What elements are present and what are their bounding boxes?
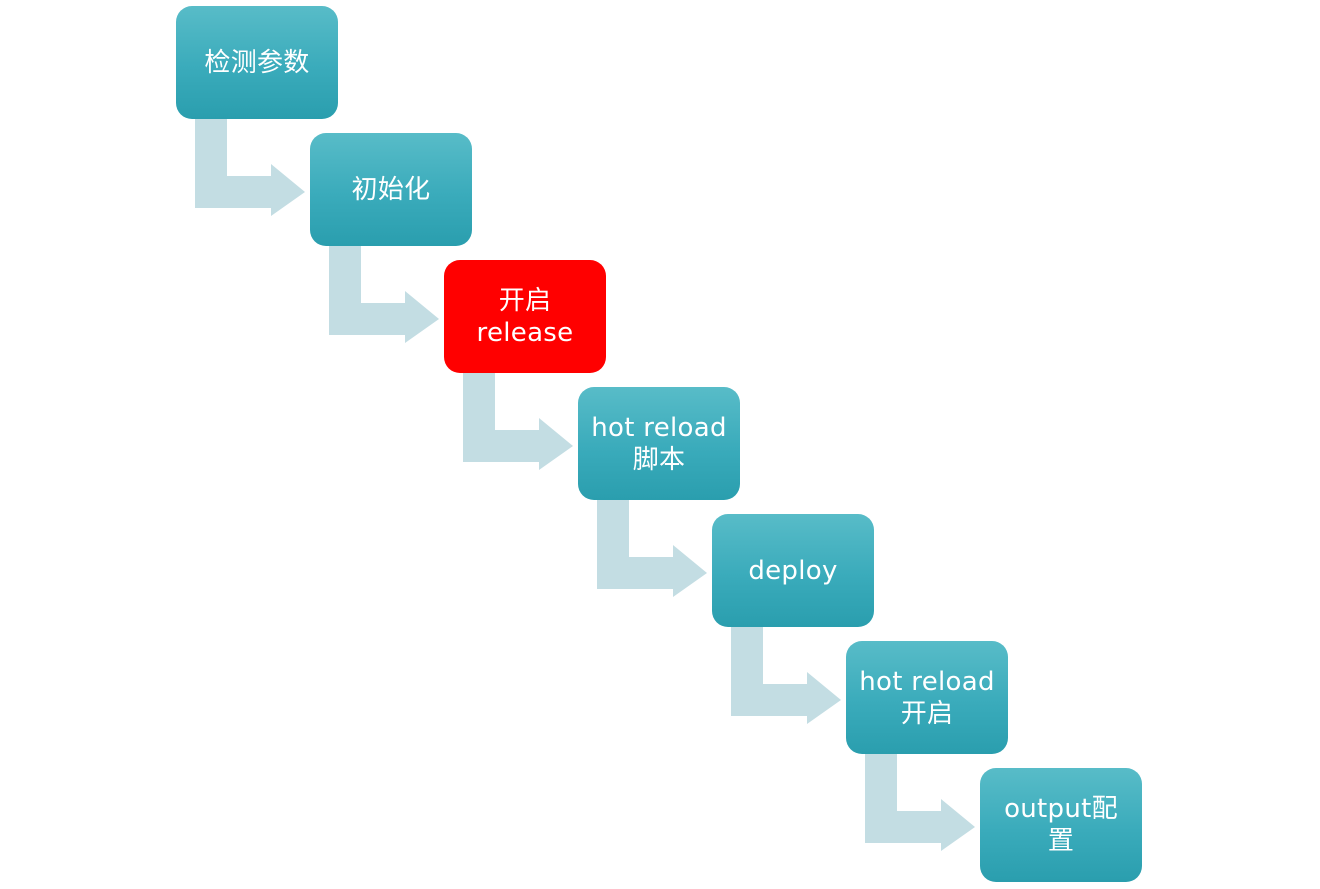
step-label-2: 初始化 <box>351 174 431 205</box>
connector-arrow-1 <box>195 118 305 216</box>
step-label-6: hot reload 开启 <box>859 666 995 729</box>
step-label-3: 开启 release <box>476 285 574 348</box>
connector-arrow-4 <box>597 499 707 597</box>
step-box-1: 检测参数 <box>176 6 338 119</box>
step-label-7: output配 置 <box>1004 794 1118 856</box>
connector-arrow-5 <box>731 626 841 724</box>
step-box-2: 初始化 <box>310 133 472 246</box>
connector-arrow-6 <box>865 753 975 851</box>
step-box-6: hot reload 开启 <box>846 641 1008 754</box>
step-box-5: deploy <box>712 514 874 627</box>
connector-arrow-3 <box>463 372 573 470</box>
step-box-7: output配 置 <box>980 768 1142 882</box>
step-label-1: 检测参数 <box>204 47 310 78</box>
step-label-4: hot reload 脚本 <box>591 412 727 475</box>
step-box-3-highlighted: 开启 release <box>444 260 606 373</box>
step-label-5: deploy <box>748 555 838 586</box>
connector-arrow-2 <box>329 245 439 343</box>
step-box-4: hot reload 脚本 <box>578 387 740 500</box>
